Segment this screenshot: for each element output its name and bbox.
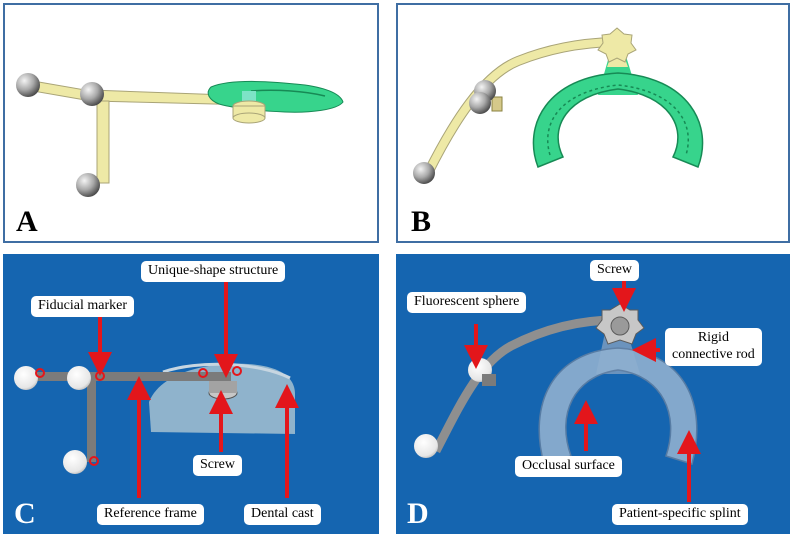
callout-rigid-connective-rod-line2: connective rod: [672, 346, 755, 362]
panel-d: Screw Fluorescent sphere Rigid connectiv…: [396, 254, 790, 534]
screw-photo: [208, 381, 238, 400]
panel-c: Unique-shape structure Fiducial marker S…: [3, 254, 379, 534]
marker-sphere: [469, 92, 491, 114]
panel-d-photo: [414, 280, 701, 502]
callout-fiducial-marker: Fiducial marker: [31, 296, 135, 317]
callout-unique-shape-structure: Unique-shape structure: [141, 261, 286, 282]
marker-sphere: [63, 450, 87, 474]
curved-frame-model: [424, 38, 614, 175]
callout-patient-specific-splint: Patient-specific splint: [612, 504, 748, 525]
splint-model: [532, 72, 704, 168]
callout-rigid-connective-rod: Rigid connective rod: [665, 328, 762, 366]
panel-a-model-render: [16, 73, 344, 197]
panel-letter: A: [16, 205, 38, 238]
sphere-holder: [482, 374, 496, 386]
marker-sphere: [16, 73, 40, 97]
callout-reference-frame: Reference frame: [97, 504, 204, 525]
callout-fluorescent-sphere: Fluorescent sphere: [407, 292, 527, 313]
fiducial-marker-ring: [89, 456, 99, 466]
fiducial-marker-ring: [198, 368, 208, 378]
callout-screw: Screw: [193, 455, 242, 476]
marker-sphere: [67, 366, 91, 390]
callout-screw: Screw: [590, 260, 639, 281]
panel-letter: D: [407, 497, 429, 530]
screw-head: [610, 316, 630, 336]
screw-model: [232, 100, 266, 124]
callout-occlusal-surface: Occlusal surface: [515, 456, 622, 477]
panel-a: A: [3, 3, 379, 243]
panel-b-model-render: [413, 27, 704, 184]
fiducial-marker-ring: [35, 368, 45, 378]
callout-rigid-connective-rod-line1: Rigid: [697, 330, 729, 345]
callout-dental-cast: Dental cast: [244, 504, 321, 525]
sphere-holder: [491, 96, 503, 112]
marker-sphere: [14, 366, 38, 390]
panel-b: B: [396, 3, 790, 243]
panel-c-photo: [14, 281, 299, 498]
splint-model: [207, 81, 344, 113]
fluorescent-sphere: [414, 434, 438, 458]
panel-letter: B: [411, 205, 432, 238]
screw-model: [597, 27, 637, 63]
marker-sphere: [413, 162, 435, 184]
marker-sphere: [80, 82, 104, 106]
marker-sphere: [76, 173, 100, 197]
curved-frame-photo: [432, 315, 617, 454]
panel-letter: C: [14, 497, 36, 530]
